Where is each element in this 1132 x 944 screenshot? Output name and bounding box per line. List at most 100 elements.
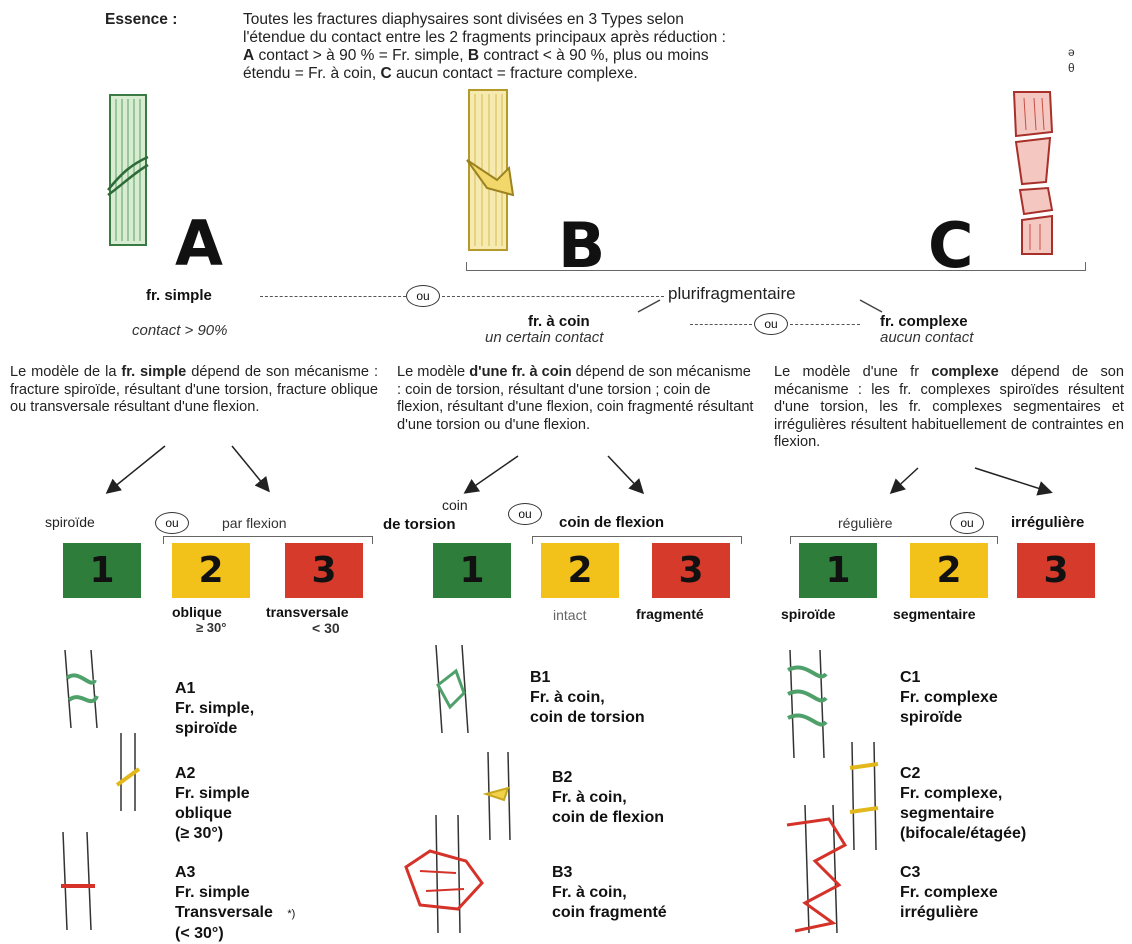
legend-b3-l1: Fr. à coin, — [552, 883, 667, 903]
legend-c1-code: C1 — [900, 668, 998, 688]
c-left-label: régulière — [838, 515, 892, 531]
header-text-b2: étendu = Fr. à coin, — [243, 65, 380, 82]
connector-ou-complexe — [790, 324, 860, 325]
header-type-b: B — [468, 47, 479, 64]
b-left-label-1: coin — [442, 497, 468, 513]
legend-a1-l1: Fr. simple, — [175, 699, 254, 719]
ou-bubble-b: ou — [508, 503, 542, 525]
legend-b1-l2: coin de torsion — [530, 708, 645, 728]
ou-bubble-1: ou — [406, 285, 440, 307]
legend-b2-code: B2 — [552, 768, 664, 788]
c-right-label: irrégulière — [1011, 514, 1084, 531]
connector-ou-pluri — [442, 296, 664, 297]
bone-a-illustration — [100, 95, 160, 255]
ou-bubble-a: ou — [155, 512, 189, 534]
header-line-4: étendu = Fr. à coin, C aucun contact = f… — [243, 65, 638, 83]
simple-contact: contact > 90% — [132, 322, 227, 339]
box-c2: 2 — [910, 543, 988, 598]
legend-c3: C3 Fr. complexe irrégulière — [900, 863, 998, 923]
legend-c1-l2: spiroïde — [900, 708, 998, 728]
description-b-bold: d'une fr. à coin — [469, 364, 571, 380]
box-a2: 2 — [172, 543, 250, 598]
bone-c-illustration — [1000, 92, 1070, 262]
sketch-b1 — [428, 645, 488, 735]
legend-c1-l1: Fr. complexe — [900, 688, 998, 708]
b-right-label: coin de flexion — [559, 514, 664, 531]
legend-b1: B1 Fr. à coin, coin de torsion — [530, 668, 645, 728]
legend-a2-code: A2 — [175, 764, 250, 784]
legend-c2-l2: segmentaire — [900, 804, 1026, 824]
c2-label: segmentaire — [893, 606, 975, 622]
sketch-a3 — [45, 832, 115, 932]
legend-b1-code: B1 — [530, 668, 645, 688]
b2-label: intact — [553, 607, 586, 623]
simple-label: fr. simple — [146, 287, 212, 304]
a2-label: oblique — [172, 604, 222, 620]
c1-label: spiroïde — [781, 606, 835, 622]
legend-a3: A3 Fr. simple Transversale *) (< 30°) — [175, 863, 295, 944]
connector-coin-ou — [690, 324, 752, 325]
connector-simple-ou — [260, 296, 406, 297]
b-left-label-2: de torsion — [383, 516, 456, 533]
legend-a2-l2: oblique — [175, 804, 250, 824]
legend-b3-code: B3 — [552, 863, 667, 883]
a3-label: transversale — [266, 604, 349, 620]
type-a-letter: A — [175, 213, 223, 275]
description-c: Le modèle d'une fr complexe dépend de so… — [774, 364, 1124, 452]
legend-b2-l1: Fr. à coin, — [552, 788, 664, 808]
legend-b3-l2: coin fragmenté — [552, 903, 667, 923]
ou-bubble-2: ou — [754, 313, 788, 335]
legend-b2-l2: coin de flexion — [552, 808, 664, 828]
complexe-contact: aucun contact — [880, 329, 973, 346]
sketch-c3 — [775, 805, 865, 935]
header-text-a: contact > à 90 % = Fr. simple, — [254, 47, 468, 64]
a-right-label: par flexion — [222, 515, 287, 531]
description-c-pre: Le modèle d'une fr — [774, 364, 931, 380]
sketch-b3 — [396, 815, 496, 935]
description-c-bold: complexe — [931, 364, 998, 380]
coin-contact: un certain contact — [485, 329, 603, 346]
header-line-2: l'étendue du contact entre les 2 fragmen… — [243, 29, 726, 47]
legend-c2-l3: (bifocale/étagée) — [900, 824, 1026, 844]
legend-c2-l1: Fr. complexe, — [900, 784, 1026, 804]
header-line-1: Toutes les fractures diaphysaires sont d… — [243, 11, 684, 29]
box-c1: 1 — [799, 543, 877, 598]
box-b1: 1 — [433, 543, 511, 598]
header-side-note: ə θ — [1068, 44, 1075, 76]
description-a-bold: fr. simple — [121, 364, 186, 380]
legend-b2: B2 Fr. à coin, coin de flexion — [552, 768, 664, 828]
legend-a1: A1 Fr. simple, spiroïde — [175, 679, 254, 739]
b3-label: fragmenté — [636, 606, 704, 622]
box-c3: 3 — [1017, 543, 1095, 598]
legend-c3-l2: irrégulière — [900, 903, 998, 923]
coin-label: fr. à coin — [528, 313, 590, 330]
legend-c2: C2 Fr. complexe, segmentaire (bifocale/é… — [900, 764, 1026, 844]
box-b2: 2 — [541, 543, 619, 598]
description-b-pre: Le modèle — [397, 364, 469, 380]
legend-c2-code: C2 — [900, 764, 1026, 784]
header-line-3: A contact > à 90 % = Fr. simple, B contr… — [243, 47, 709, 65]
header-label: Essence : — [105, 11, 177, 29]
ou-bubble-c: ou — [950, 512, 984, 534]
legend-a3-mark: *) — [287, 908, 295, 920]
legend-a3-code: A3 — [175, 863, 295, 883]
bone-b-illustration — [457, 90, 527, 260]
a3-sub: < 30 — [312, 620, 340, 636]
legend-b1-l1: Fr. à coin, — [530, 688, 645, 708]
legend-a1-l2: spiroïde — [175, 719, 254, 739]
description-a: Le modèle de la fr. simple dépend de son… — [10, 364, 378, 417]
header-text-b: contract < à 90 %, plus ou moins — [479, 47, 709, 64]
description-a-pre: Le modèle de la — [10, 364, 121, 380]
legend-c1: C1 Fr. complexe spiroïde — [900, 668, 998, 728]
a2-sub: ≥ 30° — [196, 620, 226, 635]
legend-a2-l3: (≥ 30°) — [175, 824, 250, 844]
a-left-label: spiroïde — [45, 514, 95, 530]
subgroup-arrows — [0, 440, 1132, 500]
box-a3: 3 — [285, 543, 363, 598]
legend-c3-l1: Fr. complexe — [900, 883, 998, 903]
box-b3: 3 — [652, 543, 730, 598]
legend-c3-code: C3 — [900, 863, 998, 883]
legend-a3-l2: Transversale — [175, 904, 273, 921]
header-type-a: A — [243, 47, 254, 64]
legend-a2-l1: Fr. simple — [175, 784, 250, 804]
